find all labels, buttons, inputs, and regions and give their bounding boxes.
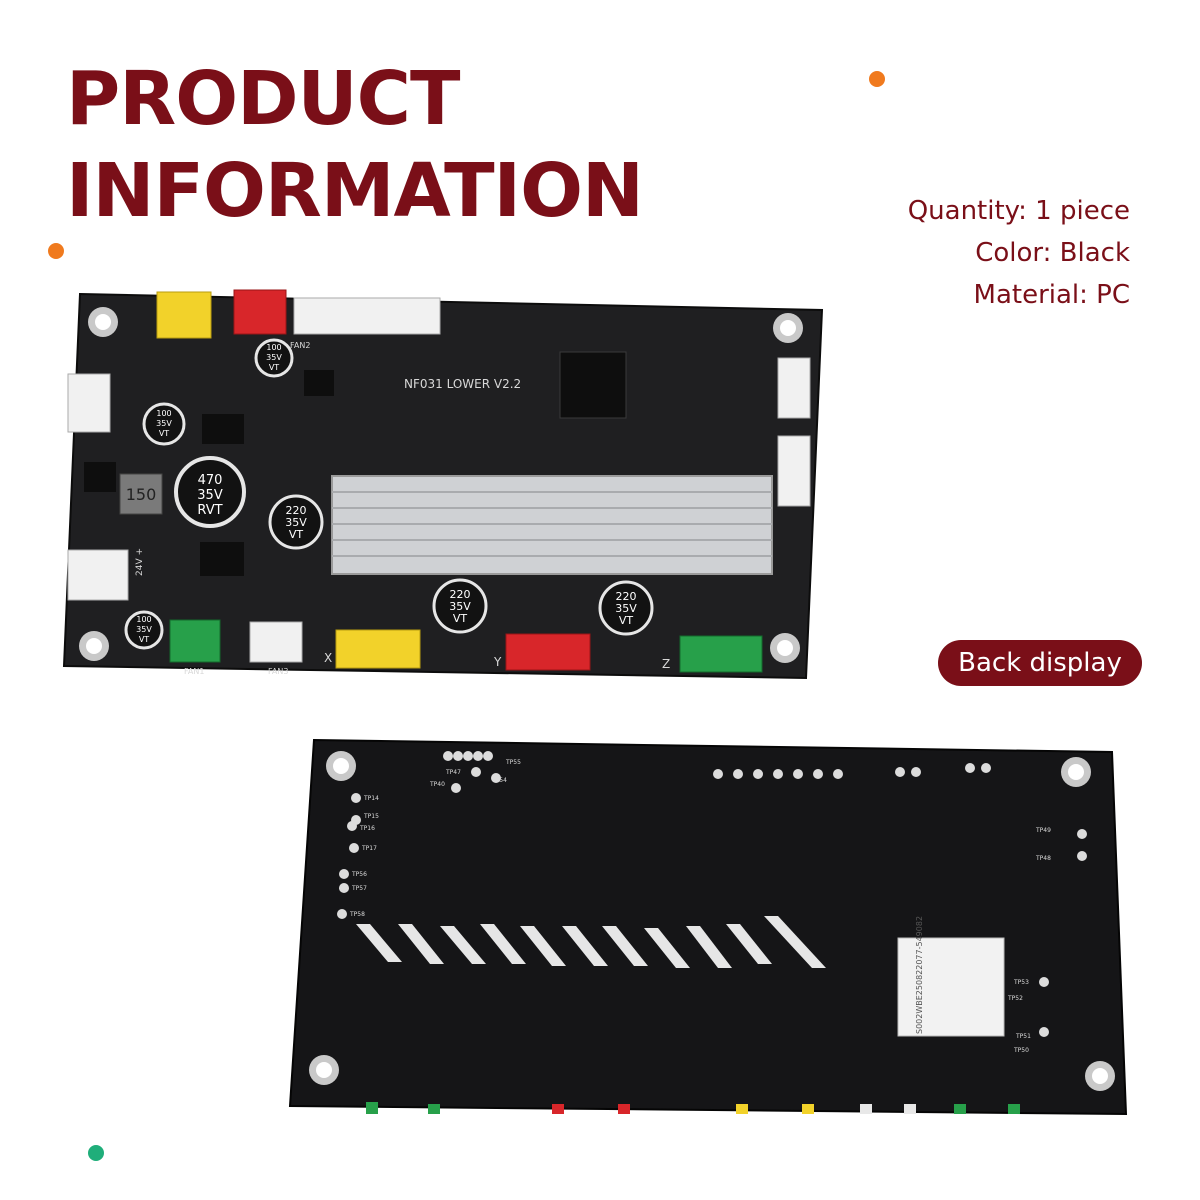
tp-left-5: TP56 <box>351 871 367 878</box>
cap-100a-series: VT <box>269 363 279 372</box>
cap-100b-voltage: 35V <box>156 419 172 428</box>
tp-top-3: TP54 <box>491 777 507 784</box>
cap-100b-series: VT <box>159 429 169 438</box>
decor-dot-orange <box>48 243 64 259</box>
fan2-label: FAN2 <box>290 341 310 350</box>
cap-470-series: RVT <box>197 503 222 518</box>
cap-220b-voltage: 35V <box>449 600 471 613</box>
spec-quantity: Quantity: 1 piece <box>907 196 1130 226</box>
title-line-2: INFORMATION <box>66 148 644 234</box>
tp-top-4: TP40 <box>429 781 445 788</box>
tp-right-6: TP50 <box>1013 1047 1029 1054</box>
tp-right-2: TP48 <box>1035 855 1051 862</box>
cap-100c-value: 100 <box>136 615 151 624</box>
tp-left-1: TP14 <box>363 795 379 802</box>
tp-top-1: TP55 <box>505 759 521 766</box>
axis-y-label: Y <box>493 655 502 669</box>
back-board-code: S002WBE250822077-549082 <box>915 916 924 1034</box>
board-model-label: NF031 LOWER V2.2 <box>404 377 521 391</box>
front-board-image: 150 470 35V RVT 220 35V VT 220 35V VT 22… <box>62 289 824 680</box>
tp-right-1: TP49 <box>1035 827 1051 834</box>
decor-dot-orange <box>869 71 885 87</box>
fan1-label: FAN1 <box>184 667 204 676</box>
title-line-1: PRODUCT <box>66 56 460 142</box>
cap-100c-series: VT <box>139 635 149 644</box>
tp-right-4: TP52 <box>1007 995 1023 1002</box>
cap-470-value: 470 <box>198 473 223 488</box>
cap-100b-value: 100 <box>156 409 171 418</box>
cap-220b-series: VT <box>453 612 468 625</box>
cap-100a-voltage: 35V <box>266 353 282 362</box>
cap-220a-series: VT <box>289 528 304 541</box>
cap-220b-value: 220 <box>450 588 471 601</box>
spec-color: Color: Black <box>975 238 1130 268</box>
cap-100a-value: 100 <box>266 343 281 352</box>
cap-470-voltage: 35V <box>197 488 223 503</box>
cap-220a-voltage: 35V <box>285 516 307 529</box>
spec-material: Material: PC <box>973 280 1130 310</box>
fan3-label: FAN3 <box>268 667 288 676</box>
tp-right-3: TP53 <box>1013 979 1029 986</box>
tp-left-6: TP57 <box>351 885 367 892</box>
tp-left-4: TP17 <box>361 845 377 852</box>
tp-left-3: TP16 <box>359 825 375 832</box>
axis-x-label: X <box>324 651 332 665</box>
cap-220a-value: 220 <box>286 504 307 517</box>
back-board-image: S002WBE250822077-549082 TP14 TP15 TP16 T… <box>288 738 1128 1116</box>
spec-list: Quantity: 1 piece Color: Black Material:… <box>908 190 1130 316</box>
tp-left-7: TP58 <box>349 911 365 918</box>
tp-right-5: TP51 <box>1015 1033 1031 1040</box>
cap-100c-voltage: 35V <box>136 625 152 634</box>
cap-220c-value: 220 <box>616 590 637 603</box>
decor-dot-green <box>88 1145 104 1161</box>
inductor-label: 150 <box>126 485 157 504</box>
tp-left-2: TP15 <box>363 813 379 820</box>
axis-z-label: Z <box>662 657 670 671</box>
power-24v-label: 24V + <box>135 548 145 576</box>
back-display-badge: Back display <box>938 640 1142 686</box>
tp-top-2: TP47 <box>445 769 461 776</box>
cap-220c-series: VT <box>619 614 634 627</box>
cap-220c-voltage: 35V <box>615 602 637 615</box>
